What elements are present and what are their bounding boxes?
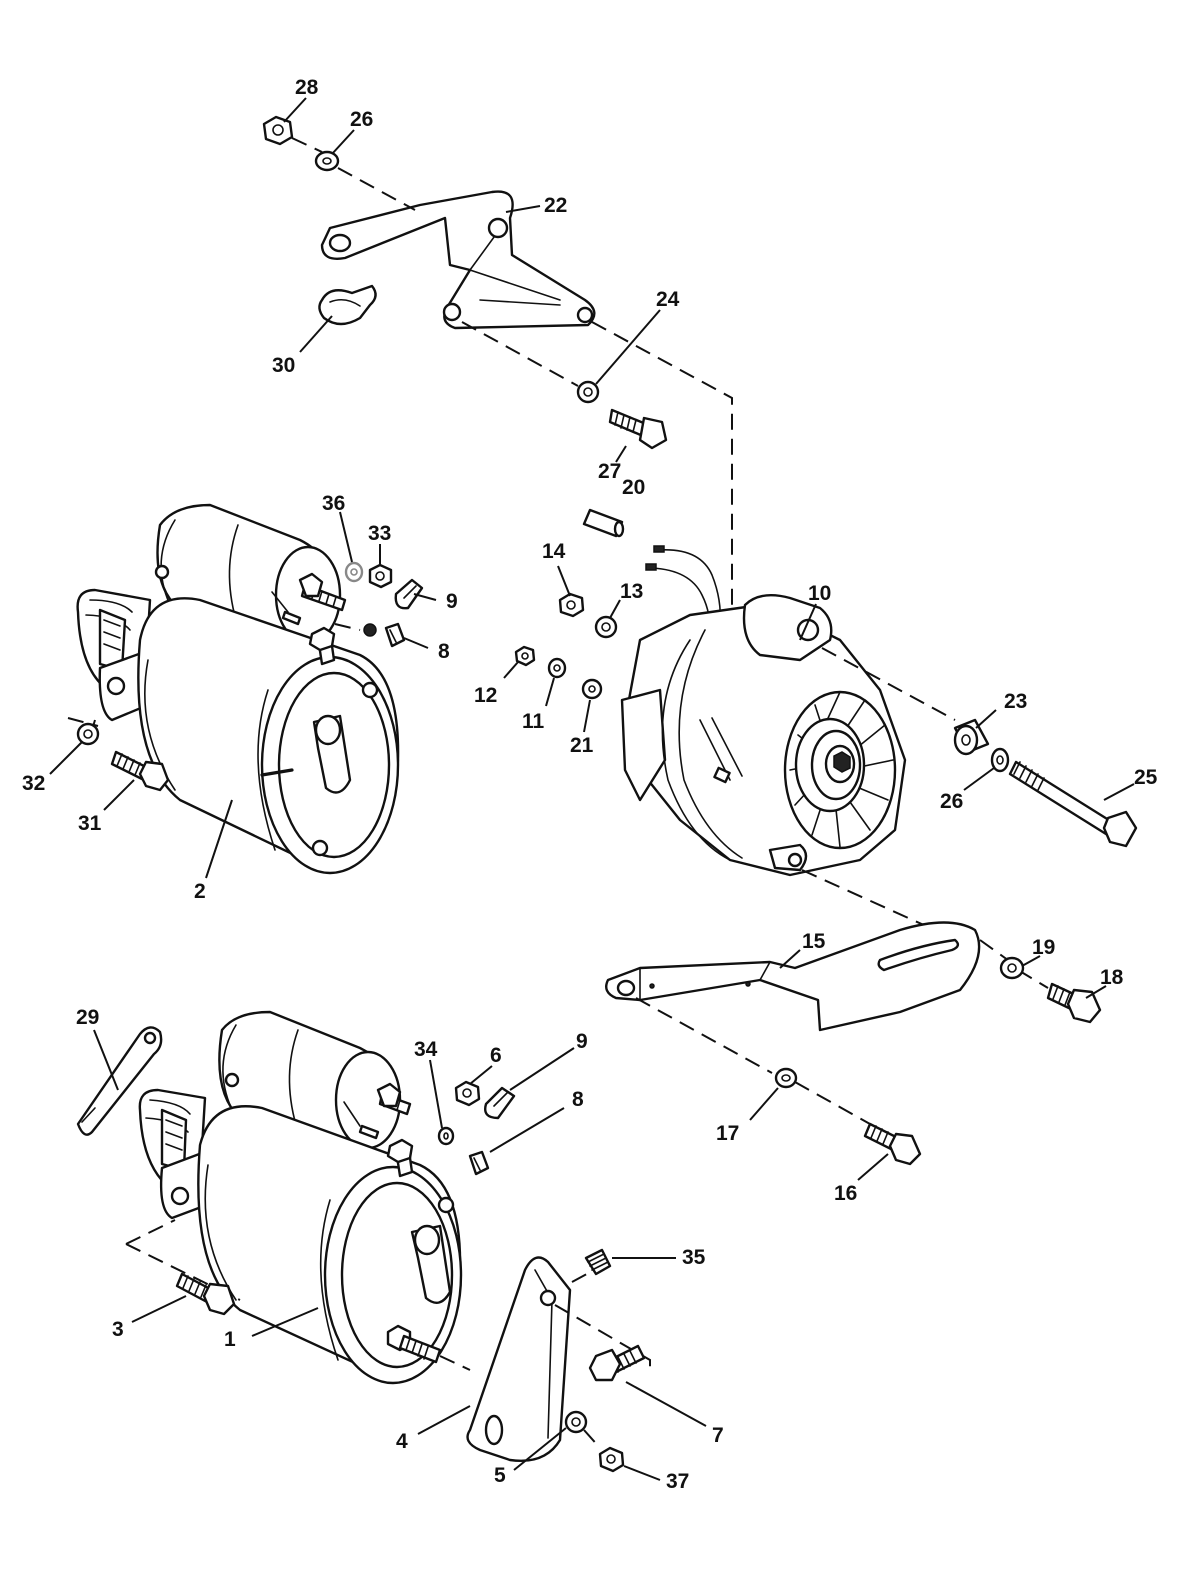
callout-24: 24 (656, 288, 680, 311)
washer-17 (774, 1067, 798, 1089)
nut-37 (598, 1446, 625, 1473)
callout-28: 28 (295, 76, 319, 99)
leader-lines (49, 97, 1135, 1481)
callout-6: 6 (490, 1044, 502, 1067)
callout-21: 21 (570, 734, 594, 757)
washer-26-top (314, 150, 340, 172)
washer-21 (581, 678, 603, 700)
callout-26-top: 26 (350, 108, 373, 131)
callout-1: 1 (224, 1328, 236, 1351)
callout-17: 17 (716, 1122, 739, 1145)
callout-7: 7 (712, 1424, 724, 1447)
callout-34: 34 (414, 1038, 438, 1061)
adjusting-bracket-15 (605, 921, 981, 1032)
callout-13: 13 (620, 580, 643, 603)
callout-14: 14 (542, 540, 566, 563)
callout-22: 22 (544, 194, 567, 217)
callout-9-upper: 9 (446, 590, 458, 613)
callout-32: 32 (22, 772, 45, 795)
bolt-18 (1046, 982, 1102, 1024)
nut-33 (368, 563, 393, 589)
callout-18: 18 (1100, 966, 1124, 989)
callout-2: 2 (194, 880, 206, 903)
bolt-3 (175, 1272, 236, 1316)
callout-20: 20 (622, 476, 645, 499)
callout-8-upper: 8 (438, 640, 450, 663)
clip-30 (318, 284, 377, 326)
alternator-pulley (794, 717, 866, 813)
shim-29 (76, 1026, 163, 1136)
callout-5: 5 (494, 1464, 506, 1487)
starter-motor-1 (138, 1010, 463, 1385)
washer-32 (76, 722, 100, 746)
callout-labels: 28 26 22 24 30 27 20 36 33 9 8 14 13 10 … (22, 76, 1158, 1493)
nut-6 (454, 1080, 481, 1107)
nut-12 (514, 645, 536, 667)
starter-motor-2 (76, 503, 400, 875)
callout-26-middle: 26 (940, 790, 963, 813)
bolt-27 (608, 408, 668, 450)
callout-25: 25 (1134, 766, 1158, 789)
callout-4: 4 (396, 1430, 408, 1453)
callout-19: 19 (1032, 936, 1055, 959)
lock-washer-34 (437, 1126, 455, 1146)
callout-15: 15 (802, 930, 826, 953)
alternator-10 (620, 545, 907, 877)
washer-5 (564, 1410, 588, 1434)
boot-9-lower (484, 1086, 516, 1120)
nut-8-upper (384, 622, 406, 648)
spacer-23 (953, 718, 990, 756)
callout-8-lower: 8 (572, 1088, 584, 1111)
nut-14 (558, 592, 585, 618)
bolt-31 (110, 750, 170, 792)
lock-washer-24 (576, 380, 600, 404)
callout-37: 37 (666, 1470, 689, 1493)
callout-33: 33 (368, 522, 391, 545)
callout-30: 30 (272, 354, 295, 377)
washer-11 (547, 657, 567, 679)
bolt-16 (863, 1122, 922, 1166)
callout-36: 36 (322, 492, 345, 515)
alternator-upper-bracket (320, 190, 596, 330)
washer-36 (344, 561, 364, 583)
boot-9-upper (394, 578, 424, 610)
callout-10: 10 (808, 582, 831, 605)
callout-3: 3 (112, 1318, 124, 1341)
callout-23: 23 (1004, 690, 1027, 713)
callout-9-lower: 9 (576, 1030, 588, 1053)
callout-29: 29 (76, 1006, 99, 1029)
callout-27: 27 (598, 460, 621, 483)
callout-12: 12 (474, 684, 497, 707)
bolt-7 (588, 1344, 646, 1382)
rear-support-bracket-4 (466, 1256, 572, 1462)
washer-19 (999, 956, 1025, 980)
washer-26-middle (990, 747, 1010, 773)
sleeve-20 (582, 508, 625, 538)
callout-16: 16 (834, 1182, 857, 1205)
small-nut-upper (363, 623, 377, 637)
callout-11: 11 (522, 710, 545, 733)
washer-13 (594, 615, 618, 639)
callout-31: 31 (78, 812, 102, 835)
callout-35: 35 (682, 1246, 706, 1269)
nut-8-lower (468, 1150, 490, 1176)
bolt-25 (1008, 760, 1138, 848)
spring-nut-35 (584, 1248, 612, 1276)
nut-28 (262, 115, 294, 146)
